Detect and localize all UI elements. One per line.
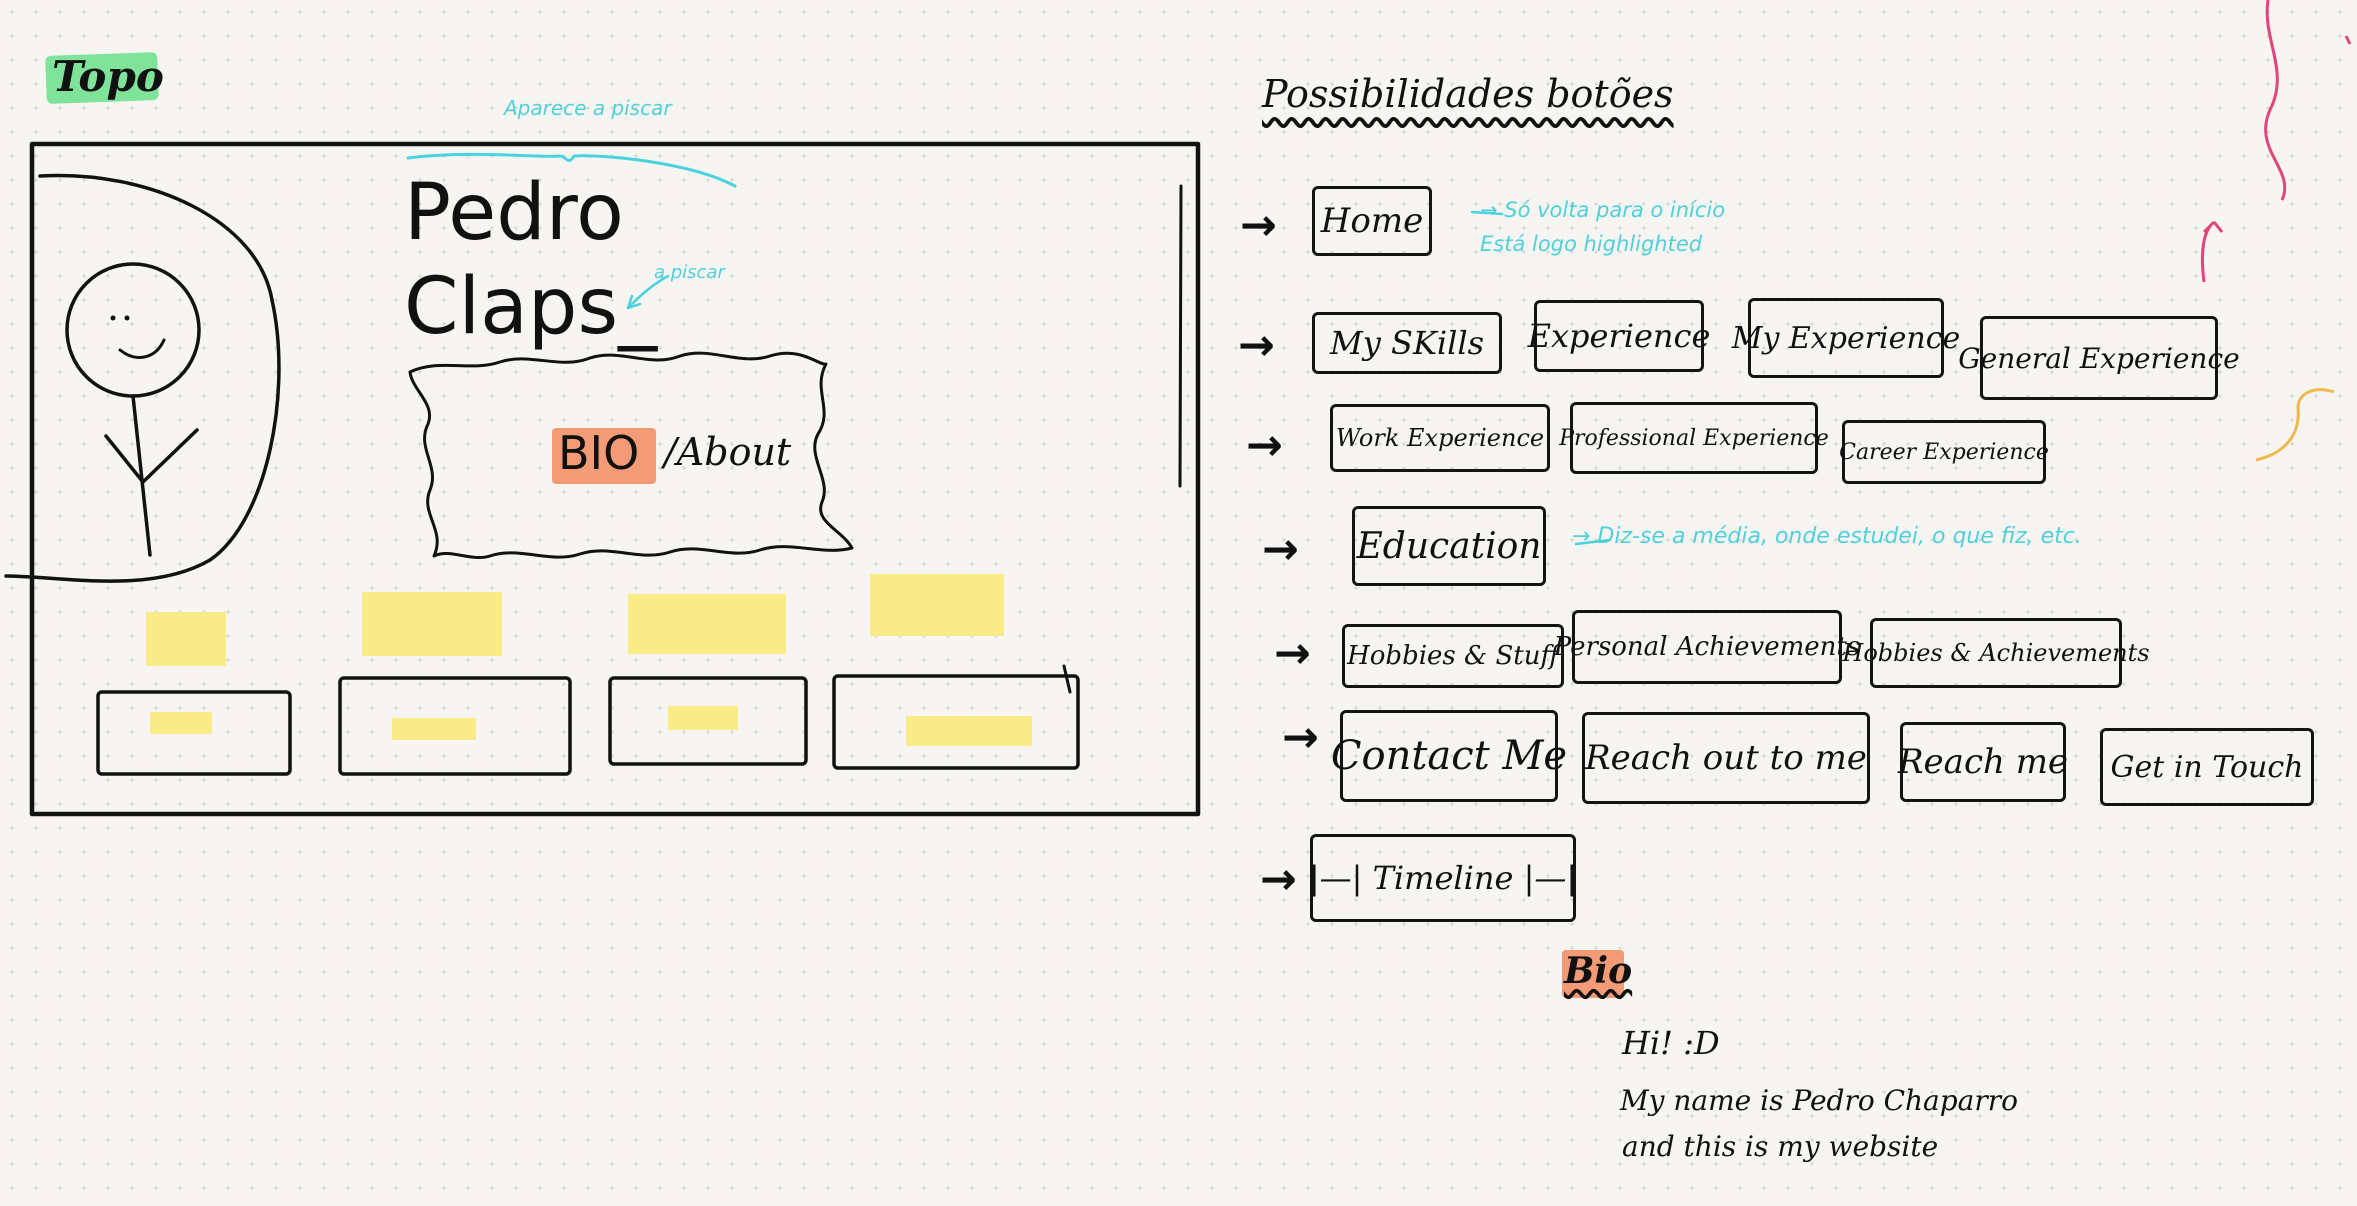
note-a-piscar: a piscar <box>654 262 725 283</box>
options-heading: Possibilidades botões <box>1262 72 1674 116</box>
bio-line-1: Hi! :D <box>1622 1024 1720 1062</box>
arrow-row-3: → <box>1246 420 1283 471</box>
topo-label: Topo <box>52 52 164 101</box>
option-career-experience[interactable]: Career Experience <box>1839 420 2049 484</box>
option-personal-achievements[interactable]: Personal Achievements <box>1554 610 1860 684</box>
note-home: → Só volta para o início Está logo highl… <box>1480 198 1726 256</box>
card-4-content-placeholder <box>906 716 1032 746</box>
card-3-content-placeholder <box>668 706 738 730</box>
option-reach-out-to-me[interactable]: Reach out to me <box>1582 712 1870 804</box>
bio-label: Bio <box>1564 950 1633 992</box>
bio-line-2: My name is Pedro Chaparro <box>1620 1084 2018 1117</box>
card-2-title-placeholder <box>362 592 502 656</box>
arrow-row-5: → <box>1274 628 1311 679</box>
arrow-row-4: → <box>1262 524 1299 575</box>
option-get-in-touch[interactable]: Get in Touch <box>2100 728 2314 806</box>
card-3-title-placeholder <box>628 594 786 654</box>
option-work-experience[interactable]: Work Experience <box>1330 404 1550 472</box>
name-line-2: Claps_ <box>404 262 658 352</box>
bio-tag-highlight <box>552 428 656 484</box>
option-general-experience[interactable]: General Experience <box>1958 316 2240 400</box>
card-1-title-placeholder <box>146 612 226 666</box>
bio-label-highlight <box>1562 950 1624 998</box>
option-experience[interactable]: Experience <box>1528 300 1710 372</box>
option-my-skills[interactable]: My SKills <box>1312 312 1502 374</box>
note-aparece-a-piscar: Aparece a piscar <box>504 96 672 120</box>
option-contact-me[interactable]: Contact Me <box>1331 710 1567 802</box>
card-2-content-placeholder <box>392 718 476 740</box>
option-home[interactable]: Home <box>1312 186 1432 256</box>
option-professional-experience[interactable]: Professional Experience <box>1559 402 1829 474</box>
about-link[interactable]: /About <box>664 430 792 474</box>
card-1-content-placeholder <box>150 712 212 734</box>
option-hobbies-achievements[interactable]: Hobbies & Achievements <box>1842 618 2150 688</box>
arrow-row-7: → <box>1260 854 1297 905</box>
arrow-row-2: → <box>1238 320 1275 371</box>
option-reach-me[interactable]: Reach me <box>1898 722 2068 802</box>
arrow-row-6: → <box>1282 712 1319 763</box>
option-my-experience[interactable]: My Experience <box>1732 298 1960 378</box>
card-4-title-placeholder <box>870 574 1004 636</box>
option-timeline[interactable]: |—| Timeline |—| <box>1309 834 1577 922</box>
bio-line-3: and this is my website <box>1622 1130 1939 1163</box>
option-hobbies-stuff[interactable]: Hobbies & Stuff <box>1342 624 1564 688</box>
option-education[interactable]: Education <box>1352 506 1546 586</box>
bio-tag[interactable]: BIO <box>558 426 640 480</box>
arrow-row-1: → <box>1240 200 1277 251</box>
name-line-1: Pedro <box>404 168 624 258</box>
note-education: → Diz-se a média, onde estudei, o que fi… <box>1572 524 2082 549</box>
